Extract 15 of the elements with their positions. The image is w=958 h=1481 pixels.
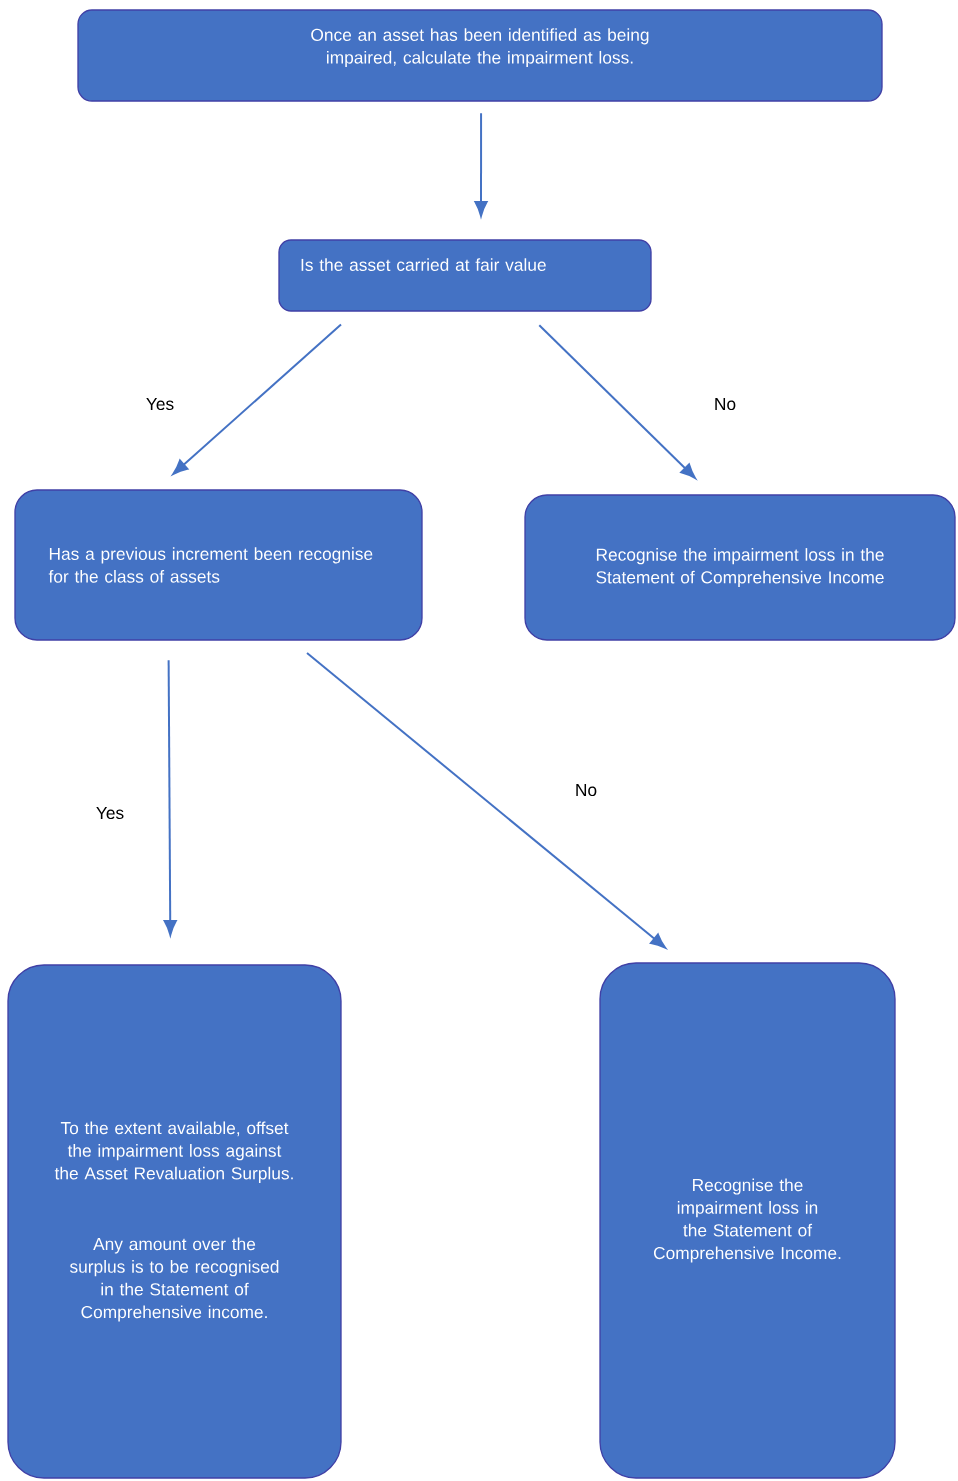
process-box: Has a previous increment been recognise for the class of assets xyxy=(14,489,423,641)
arrow xyxy=(172,323,342,475)
arrow xyxy=(538,324,696,479)
process-box: Once an asset has been identified as being impaired, calculate the impairment loss. xyxy=(77,9,883,102)
process-box: Recognise the impairment loss in the Statement of Comprehensive Income. xyxy=(599,962,896,1479)
arrow xyxy=(474,112,488,217)
process-box: Is the asset carried at fair value xyxy=(278,239,652,312)
edge-label: Yes xyxy=(94,805,126,821)
process-box: Recognise the impairment loss in the Statement of Comprehensive Income xyxy=(524,494,956,641)
process-box: To the extent available, offset the impairment loss against the Asset Revaluation Surplus. Any amount over the surplus is to be recognised in the Statement of Comprehensive income. xyxy=(7,964,342,1479)
arrow xyxy=(163,659,177,936)
arrow xyxy=(306,652,666,949)
edge-label: Yes xyxy=(144,396,176,412)
edge-label: No xyxy=(573,782,599,798)
edge-label: No xyxy=(712,396,738,412)
